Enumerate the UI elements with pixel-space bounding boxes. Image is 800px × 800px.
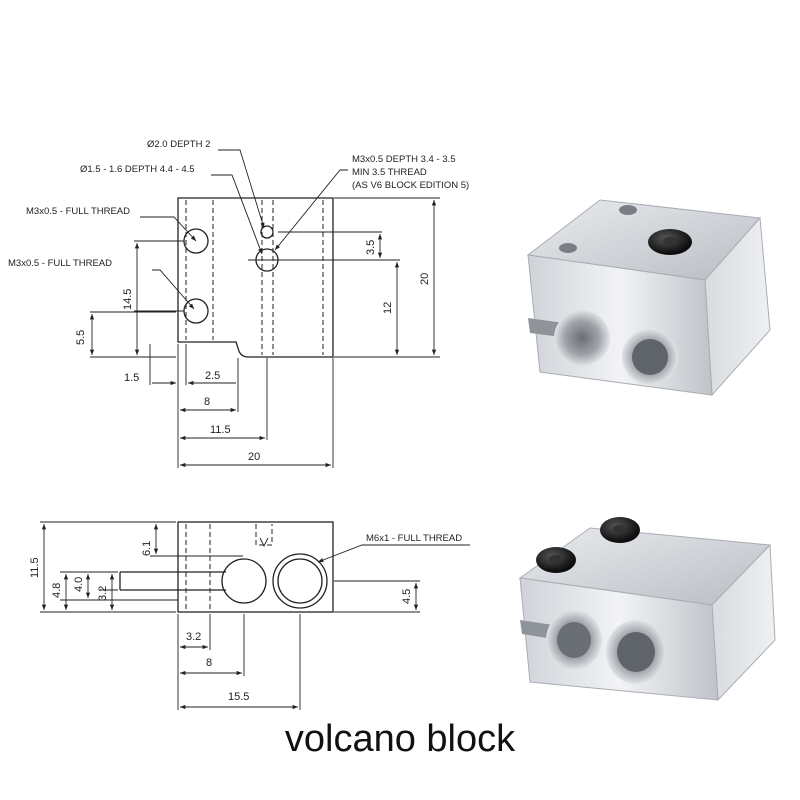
label-hole-range: Ø1.5 - 1.6 DEPTH 4.4 - 4.5 <box>80 164 195 175</box>
dim-4-8: 4.8 <box>51 583 63 598</box>
front-slot <box>119 571 226 591</box>
heater-hole <box>221 558 267 604</box>
dim-14-5: 14.5 <box>122 289 134 310</box>
caption: volcano block <box>284 718 516 760</box>
dim-4-0: 4.0 <box>73 577 85 592</box>
label-m3-depth-3: (AS V6 BLOCK EDITION 5) <box>352 180 469 191</box>
dim-8-front: 8 <box>206 657 212 669</box>
dim-1-5: 1.5 <box>124 372 139 384</box>
dim-2-5: 2.5 <box>205 370 220 382</box>
dim-5-5: 5.5 <box>75 330 87 345</box>
front-hole-left <box>554 310 610 366</box>
m3-hole-lower <box>183 298 209 324</box>
label-m3-full-2: M3x0.5 - FULL THREAD <box>8 258 112 269</box>
label-hole-depth: Ø2.0 DEPTH 2 <box>147 139 210 150</box>
top-hole <box>559 243 577 253</box>
m6-hole-outer <box>272 553 328 609</box>
top-view-outline <box>177 197 334 358</box>
label-m3-full-1: M3x0.5 - FULL THREAD <box>26 206 130 217</box>
label-m3-depth-2: MIN 3.5 THREAD <box>352 167 427 178</box>
front-view-outline <box>177 521 334 613</box>
dim-8: 8 <box>204 396 210 408</box>
m6-hole-inner <box>277 558 323 604</box>
label-m3-depth-1: M3x0.5 DEPTH 3.4 - 3.5 <box>352 154 455 165</box>
front-view-drawing: M6x1 - FULL THREAD 11.5 6.1 4.8 4.0 3.2 … <box>29 521 470 710</box>
top-block-photo <box>526 199 771 397</box>
dim-12: 12 <box>382 302 394 314</box>
dim-11-5: 11.5 <box>210 424 231 436</box>
bottom-block-photo <box>518 517 776 702</box>
dim-20-bottom: 20 <box>248 451 260 463</box>
top-view-drawing: Ø2.0 DEPTH 2 Ø1.5 - 1.6 DEPTH 4.4 - 4.5 … <box>8 139 469 468</box>
dim-3-5: 3.5 <box>365 240 377 255</box>
dim-11-5-front: 11.5 <box>29 557 41 578</box>
dim-20-right: 20 <box>419 273 431 285</box>
dim-6-1: 6.1 <box>141 541 153 556</box>
dim-15-5: 15.5 <box>228 691 249 703</box>
dim-4-5: 4.5 <box>401 589 413 604</box>
small-hole <box>260 225 274 239</box>
dim-3-2-v: 3.2 <box>97 586 109 601</box>
label-m6-full: M6x1 - FULL THREAD <box>366 533 462 544</box>
dim-3-2-h: 3.2 <box>186 631 201 643</box>
top-hole <box>619 205 637 215</box>
